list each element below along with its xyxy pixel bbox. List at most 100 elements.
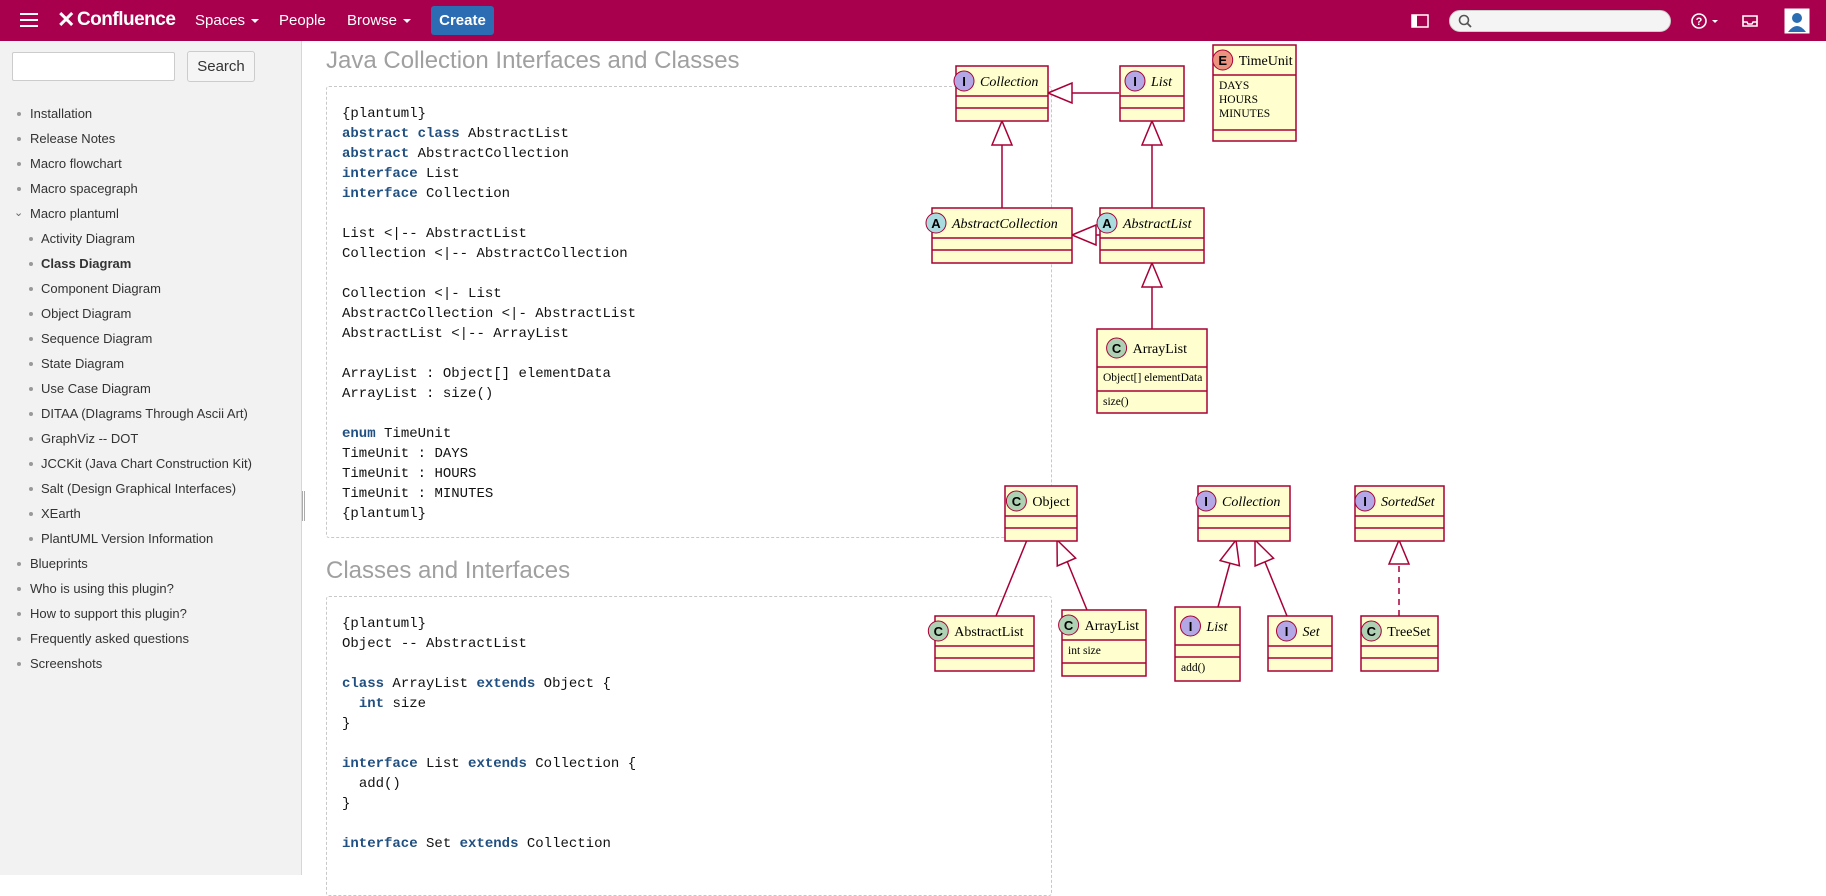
svg-text:?: ? [1696, 16, 1703, 28]
sidebar-item[interactable]: JCCKit (Java Chart Construction Kit) [0, 451, 300, 476]
stereotype-icon [953, 70, 975, 92]
sidebar-item[interactable]: GraphViz -- DOT [0, 426, 300, 451]
sidebar-item[interactable]: PlantUML Version Information [0, 526, 300, 551]
sidebar-item-label: Object Diagram [41, 306, 132, 321]
sidebar-item[interactable]: Frequently asked questions [0, 626, 300, 651]
sidebar-item[interactable]: Object Diagram [0, 301, 300, 326]
bullet-icon [29, 287, 33, 291]
sidebar-item-label: Macro spacegraph [30, 181, 138, 196]
class-member: size() [1103, 396, 1129, 408]
sidebar-item[interactable]: Release Notes [0, 126, 300, 151]
sidebar-item-label: How to support this plugin? [30, 606, 187, 621]
header-search-input[interactable] [1449, 10, 1671, 32]
class-box [1099, 207, 1205, 264]
sidebar-item-label: DITAA (DIagrams Through Ascii Art) [41, 406, 248, 421]
generalization-arrow [1070, 223, 1097, 247]
stereotype-icon [925, 212, 947, 234]
sidebar-item-label: Sequence Diagram [41, 331, 153, 346]
stereotype-icon [1180, 615, 1201, 637]
section-title-java-collection: Java Collection Interfaces and Classes [326, 47, 740, 74]
stereotype-letter: E [1218, 53, 1227, 68]
notifications-icon[interactable] [1738, 0, 1762, 41]
class-name: SortedSet [1381, 495, 1436, 510]
sidebar-item[interactable]: Macro flowchart [0, 151, 300, 176]
stereotype-letter: I [962, 74, 966, 89]
sidebar-item[interactable]: Component Diagram [0, 276, 300, 301]
bullet-icon [29, 487, 33, 491]
code-line: interface List [342, 166, 460, 182]
section-title-classes-interfaces: Classes and Interfaces [326, 557, 571, 584]
stereotype-letter: A [1102, 216, 1112, 231]
sidebar-item-label: Release Notes [30, 131, 116, 146]
code-line: ArrayList : Object[] elementData [342, 366, 611, 382]
class-name: TimeUnit [1239, 54, 1293, 69]
sidebar-item-label: Blueprints [30, 556, 88, 571]
code-line: AbstractList <|-- ArrayList [342, 326, 569, 342]
top-navigation-bar: ✕ Confluence Spaces People Browse Create… [0, 0, 1826, 41]
bullet-icon [17, 612, 21, 616]
class-name: ArrayList [1133, 342, 1188, 357]
sidebar-search-button[interactable]: Search [187, 51, 255, 82]
sidebar-item-label: Who is using this plugin? [30, 581, 174, 596]
search-icon [1458, 14, 1472, 28]
resize-handle[interactable] [302, 491, 306, 521]
generalization-arrow [1140, 119, 1164, 146]
stereotype-letter: C [1112, 341, 1122, 356]
code-line: {plantuml} [342, 106, 427, 122]
logo-text: Confluence [76, 9, 176, 30]
browse-menu[interactable]: Browse [347, 0, 412, 41]
create-button[interactable]: Create [431, 6, 494, 35]
user-avatar-icon[interactable] [1782, 0, 1812, 41]
generalization-arrow [990, 119, 1014, 146]
code-line: {plantuml} [342, 616, 427, 632]
chevron-down-icon[interactable]: ⌄ [14, 207, 24, 219]
menu-icon[interactable] [20, 13, 38, 27]
class-name: List [1150, 75, 1173, 90]
code-line: abstract AbstractCollection [342, 146, 569, 162]
bullet-icon [29, 387, 33, 391]
sidebar-item-label: Component Diagram [41, 281, 161, 296]
code-line: class ArrayList extends Object { [342, 676, 611, 692]
sidebar-item[interactable]: How to support this plugin? [0, 601, 300, 626]
sidebar-item[interactable]: Use Case Diagram [0, 376, 300, 401]
class-member: MINUTES [1219, 108, 1270, 120]
list-uml-class: I List [1119, 65, 1185, 122]
help-icon[interactable]: ? [1688, 0, 1722, 41]
class-member: add() [1181, 662, 1205, 674]
stereotype-letter: I [1133, 74, 1137, 89]
sidebar-search-input[interactable] [12, 52, 175, 81]
sidebar-item[interactable]: Who is using this plugin? [0, 576, 300, 601]
sidebar-item-label: PlantUML Version Information [41, 531, 214, 546]
sidebar-item[interactable]: Macro spacegraph [0, 176, 300, 201]
sidebar-item[interactable]: State Diagram [0, 351, 300, 376]
sidebar-toggle-icon[interactable] [1408, 0, 1432, 41]
bullet-icon [17, 587, 21, 591]
people-link[interactable]: People [279, 0, 326, 41]
sidebar-item[interactable]: Blueprints [0, 551, 300, 576]
spaces-menu[interactable]: Spaces [195, 0, 260, 41]
bullet-icon [17, 562, 21, 566]
sidebar-item[interactable]: Class Diagram [0, 251, 300, 276]
stereotype-letter: C [934, 624, 944, 639]
bullet-icon [17, 637, 21, 641]
sidebar-item[interactable]: ⌄Macro plantuml [0, 201, 300, 226]
sidebar-item[interactable]: Salt (Design Graphical Interfaces) [0, 476, 300, 501]
confluence-logo[interactable]: ✕ Confluence [57, 7, 176, 32]
sidebar-item[interactable]: Sequence Diagram [0, 326, 300, 351]
sidebar-item[interactable]: Screenshots [0, 651, 300, 676]
sidebar-item[interactable]: XEarth [0, 501, 300, 526]
sidebar-item[interactable]: Activity Diagram [0, 226, 300, 251]
stereotype-letter: I [1363, 494, 1367, 509]
stereotype-letter: C [1064, 618, 1074, 633]
bullet-icon [29, 362, 33, 366]
sidebar-item[interactable]: DITAA (DIagrams Through Ascii Art) [0, 401, 300, 426]
sidebar-item[interactable]: Installation [0, 101, 300, 126]
sidebar-item-label: JCCKit (Java Chart Construction Kit) [41, 456, 252, 471]
